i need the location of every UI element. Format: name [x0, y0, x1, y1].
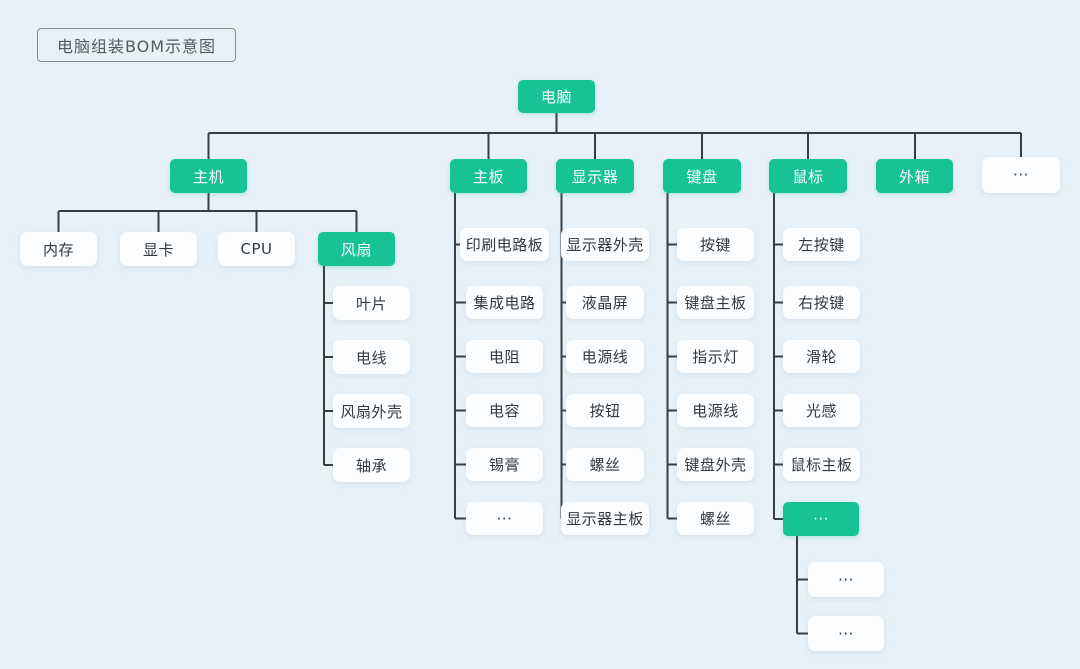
node-capacitor[interactable]: 电容	[466, 394, 543, 427]
node-keyboard-power-cord[interactable]: 电源线	[677, 394, 754, 427]
node-fan-wire[interactable]: 电线	[333, 340, 410, 374]
node-cpu[interactable]: CPU	[218, 232, 295, 266]
node-outer-box[interactable]: 外箱	[876, 159, 953, 193]
node-solder-paste[interactable]: 锡膏	[466, 448, 543, 481]
node-left-button[interactable]: 左按键	[783, 228, 860, 261]
node-memory[interactable]: 内存	[20, 232, 97, 266]
node-monitor-screws[interactable]: 螺丝	[566, 448, 644, 481]
node-right-button[interactable]: 右按键	[783, 286, 860, 319]
node-sub-more-2[interactable]: ···	[808, 616, 884, 651]
node-buttons[interactable]: 按钮	[566, 394, 644, 427]
node-host[interactable]: 主机	[170, 159, 247, 193]
node-monitor-board[interactable]: 显示器主板	[561, 502, 649, 535]
node-monitor-case[interactable]: 显示器外壳	[561, 228, 649, 261]
node-keyboard-screws[interactable]: 螺丝	[677, 502, 754, 535]
node-motherboard[interactable]: 主板	[450, 159, 527, 193]
node-indicator-light[interactable]: 指示灯	[677, 340, 754, 373]
node-lcd-screen[interactable]: 液晶屏	[566, 286, 644, 319]
node-monitor[interactable]: 显示器	[556, 159, 634, 193]
node-resistor[interactable]: 电阻	[466, 340, 543, 373]
node-mouse[interactable]: 鼠标	[769, 159, 847, 193]
node-pcb[interactable]: 印刷电路板	[460, 228, 549, 261]
node-monitor-power-cord[interactable]: 电源线	[566, 340, 644, 373]
node-mouse-more[interactable]: ···	[783, 502, 859, 536]
node-motherboard-more[interactable]: ···	[466, 502, 543, 535]
node-ic[interactable]: 集成电路	[466, 286, 543, 319]
node-keyboard-board[interactable]: 键盘主板	[677, 286, 754, 319]
node-level2-more[interactable]: ···	[982, 157, 1060, 193]
node-fan[interactable]: 风扇	[318, 232, 395, 266]
node-keyboard[interactable]: 键盘	[663, 159, 741, 193]
node-mouse-board[interactable]: 鼠标主板	[783, 448, 860, 481]
node-sub-more-1[interactable]: ···	[808, 562, 884, 597]
diagram-title: 电脑组装BOM示意图	[37, 28, 236, 62]
node-scroll-wheel[interactable]: 滑轮	[783, 340, 860, 373]
node-gpu[interactable]: 显卡	[120, 232, 197, 266]
node-fan-bearing[interactable]: 轴承	[333, 448, 410, 482]
node-light-sensor[interactable]: 光感	[783, 394, 860, 427]
node-computer[interactable]: 电脑	[518, 80, 595, 113]
node-fan-blade[interactable]: 叶片	[333, 286, 410, 320]
node-keyboard-case[interactable]: 键盘外壳	[677, 448, 754, 481]
node-fan-case[interactable]: 风扇外壳	[333, 394, 410, 428]
node-keys[interactable]: 按键	[677, 228, 754, 261]
